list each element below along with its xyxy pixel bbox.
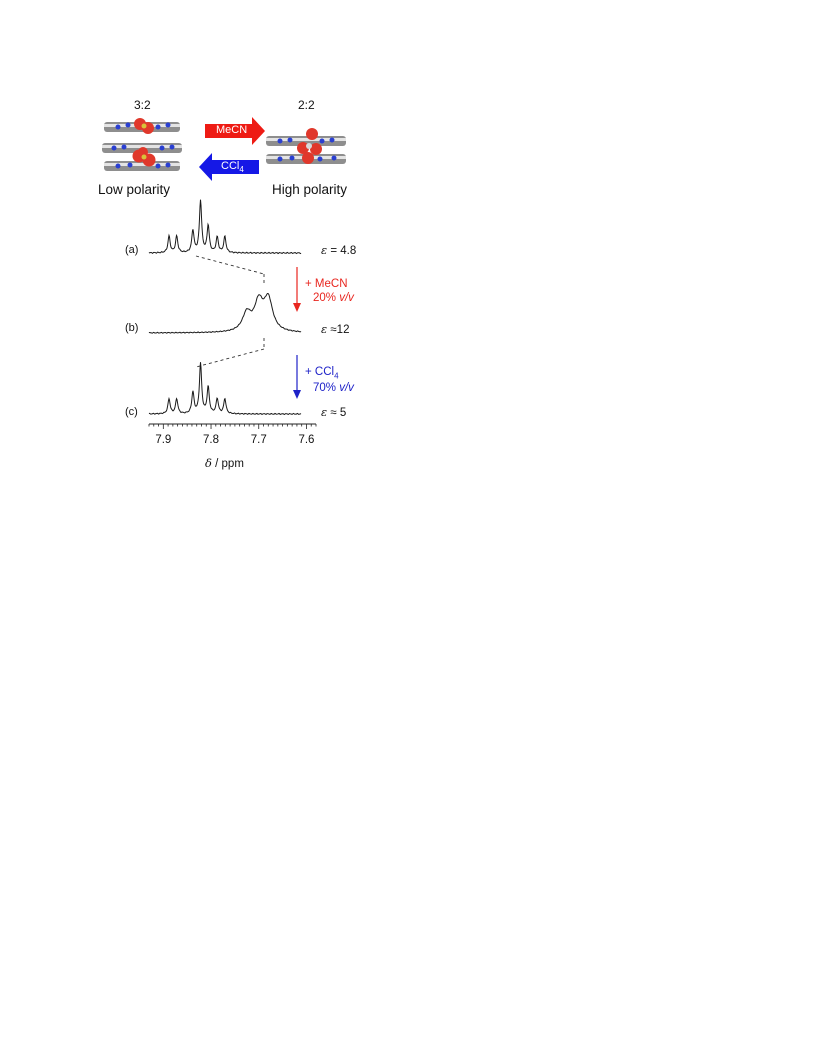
correlation-line-b-c: [195, 348, 265, 368]
x-tick-label: 7.9: [155, 434, 172, 446]
addition-arrow-1: [293, 267, 301, 312]
x-tick-label: 7.8: [203, 434, 220, 446]
addition-label-mecn: + MeCN 20% v/v: [305, 278, 354, 305]
forward-solvent-label: MeCN: [216, 124, 248, 136]
reverse-solvent-label: CCl4: [221, 160, 244, 175]
addition-label-ccl4: + CCl4 70% v/v: [305, 366, 354, 395]
x-axis-title: δ / ppm: [205, 456, 244, 470]
addition-arrow-2: [293, 355, 301, 399]
spectra-traces: [148, 199, 302, 416]
trace-label-a: (a): [125, 244, 139, 256]
left-molecular-structure: [102, 118, 182, 171]
epsilon-label-b: ε ≈12: [321, 322, 350, 336]
epsilon-label-a: ε = 4.8: [321, 243, 357, 257]
right-ratio-label: 2:2: [298, 98, 315, 112]
spectrum-trace-c: [148, 362, 302, 416]
spectrum-trace-a: [148, 199, 302, 255]
trace-label-b: (b): [125, 322, 139, 334]
spectrum-trace-b: [148, 293, 302, 334]
forward-arrow: [205, 117, 265, 145]
left-ratio-label: 3:2: [134, 98, 151, 112]
right-caption: High polarity: [272, 182, 348, 197]
x-tick-label: 7.6: [298, 434, 315, 446]
reverse-arrow: [199, 153, 259, 181]
epsilon-label-c: ε ≈ 5: [321, 405, 347, 419]
left-caption: Low polarity: [98, 182, 171, 197]
trace-label-c: (c): [125, 406, 138, 418]
x-axis: [148, 423, 317, 429]
right-molecular-structure: [266, 128, 346, 164]
correlation-line-a-b: [195, 255, 265, 275]
x-tick-label: 7.7: [250, 434, 267, 446]
